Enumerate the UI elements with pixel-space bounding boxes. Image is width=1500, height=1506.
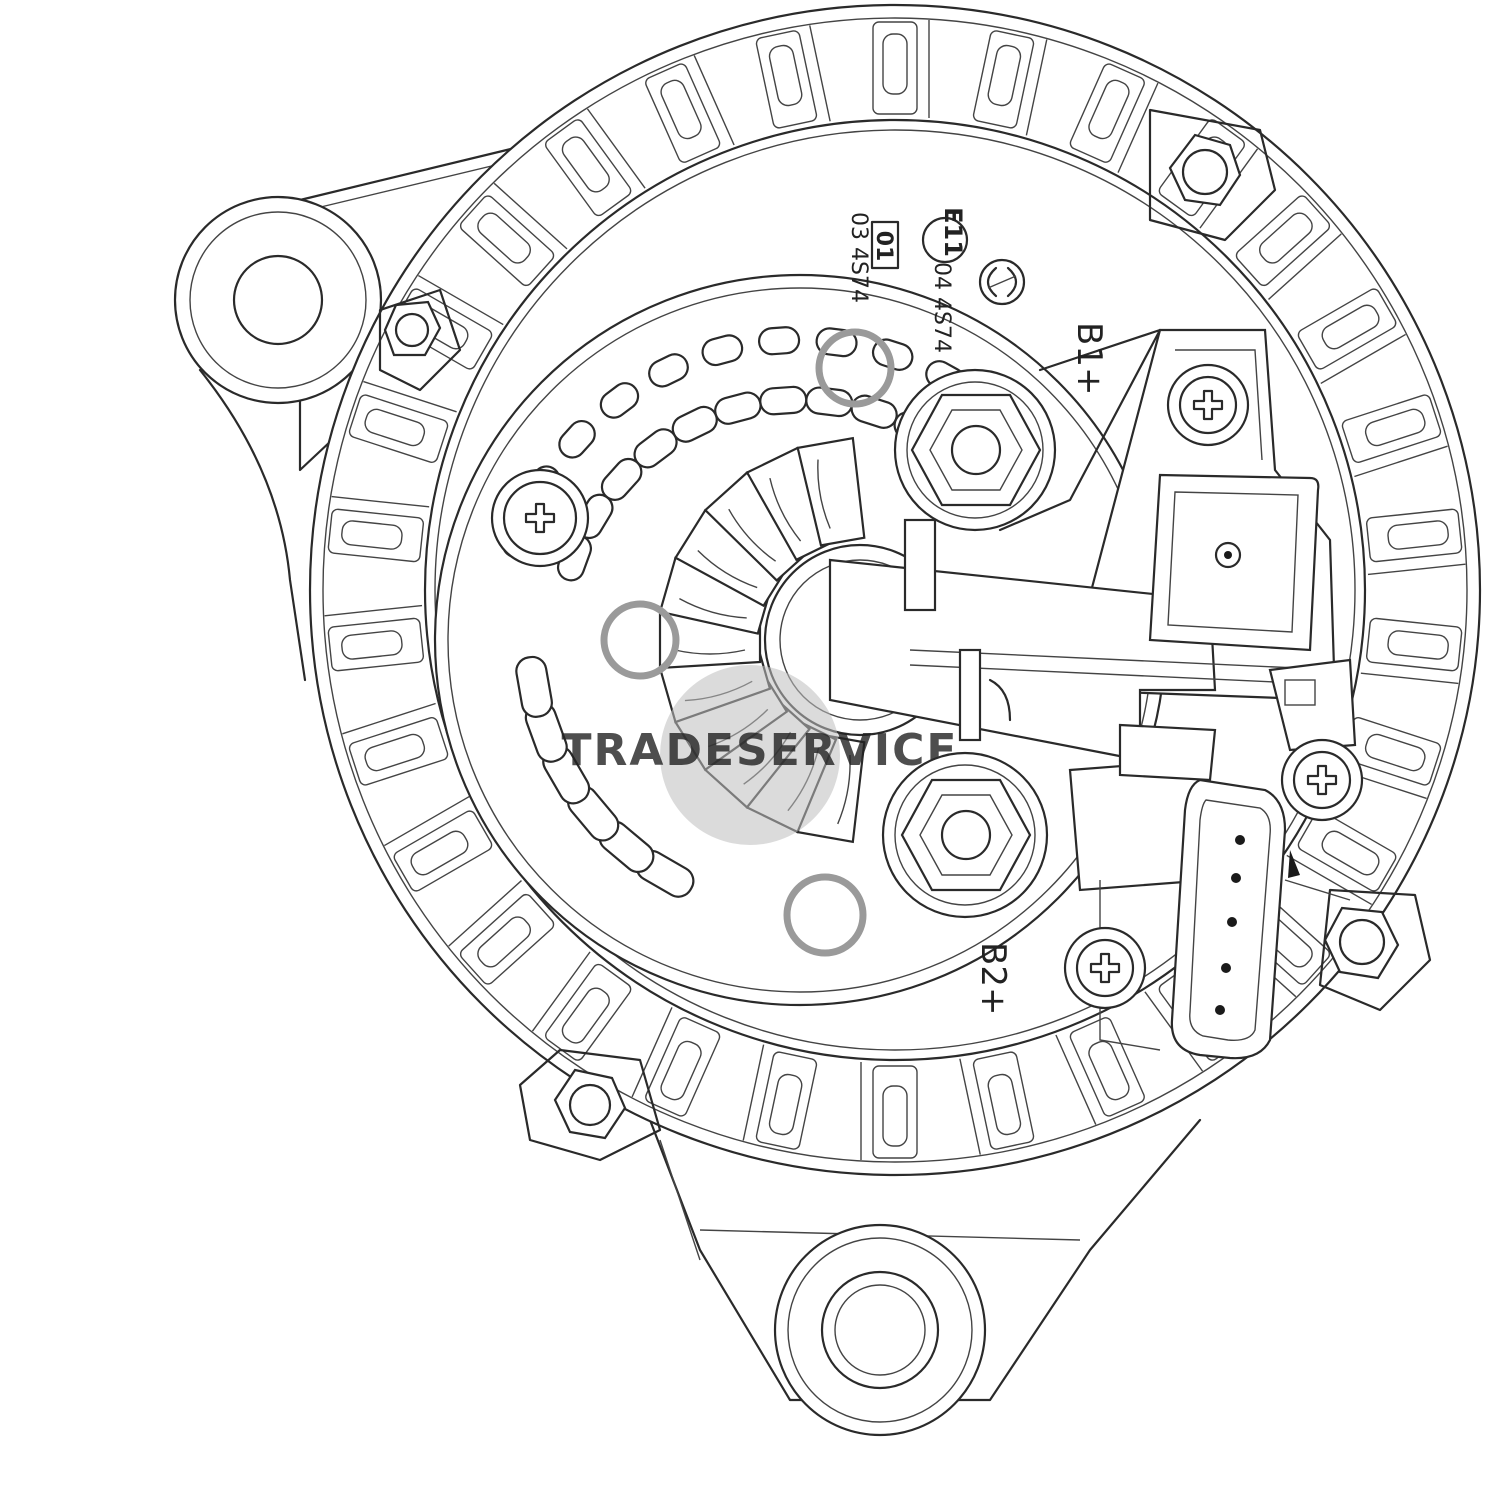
phillips-screw-icon (1166, 363, 1250, 447)
rectifier-fin (796, 436, 866, 547)
vent-slot (558, 419, 596, 459)
b1-label: B1+ (1069, 322, 1109, 395)
fin (742, 1044, 818, 1150)
logo-symbol-icon (978, 258, 1026, 306)
vent-slot (759, 385, 808, 416)
b2-terminal-stud (881, 751, 1049, 919)
fin (545, 108, 646, 217)
lug-bolt-bottom-left (518, 1048, 662, 1162)
phillips-screws (490, 363, 1364, 1010)
lug-bolt-bottom-right (1318, 888, 1432, 1012)
mounting-ear-left (173, 123, 612, 682)
b2-label: B2+ (973, 942, 1013, 1015)
fin (348, 380, 457, 463)
fin (327, 495, 430, 563)
fin (860, 1062, 918, 1160)
fin (1286, 810, 1397, 906)
fin (959, 1051, 1035, 1155)
connector-plug-icon (1170, 778, 1351, 1060)
approval-mark: E11 (939, 207, 967, 257)
b1-terminal-stud (893, 328, 1162, 532)
fin (755, 25, 831, 129)
fin (1069, 63, 1159, 173)
regulator-bracket (828, 328, 1357, 1051)
vent-slot (648, 353, 689, 388)
fin (1235, 195, 1342, 300)
lug-bolt-top-right (1148, 108, 1277, 242)
vent-slot (757, 326, 801, 356)
type-number: 03 4S74 (846, 212, 871, 303)
vent-slot (599, 382, 640, 419)
fin (631, 1007, 721, 1117)
fin (384, 795, 493, 892)
fin (1365, 508, 1466, 576)
fin (1360, 617, 1463, 685)
approval-number: 04 4S74 (929, 262, 954, 353)
fin (1055, 1017, 1145, 1125)
phillips-screw-icon (1280, 738, 1364, 822)
vent-slot (701, 334, 744, 367)
fin (972, 30, 1048, 136)
phillips-screw-icon (1063, 926, 1147, 1010)
gray-rings (600, 328, 895, 957)
type-box: 01 (871, 231, 896, 262)
lug-bolt-left (378, 288, 462, 392)
fin (324, 604, 425, 672)
vent-slot (515, 655, 553, 718)
fin (1341, 394, 1448, 478)
markings: E11 04 4S74 01 03 4S74 B1+ B2+ (846, 207, 1109, 1015)
mounting-ear-bottom (648, 1118, 1202, 1437)
fin (1297, 288, 1406, 385)
fin (459, 182, 568, 287)
fin (645, 55, 735, 163)
watermark: TRADESERVICE (562, 665, 959, 845)
phillips-screw-icon (490, 468, 590, 568)
watermark-text: TRADESERVICE (562, 725, 959, 776)
fin (872, 20, 930, 118)
fin (531, 951, 632, 1061)
fin (448, 880, 555, 985)
fin (342, 702, 449, 786)
